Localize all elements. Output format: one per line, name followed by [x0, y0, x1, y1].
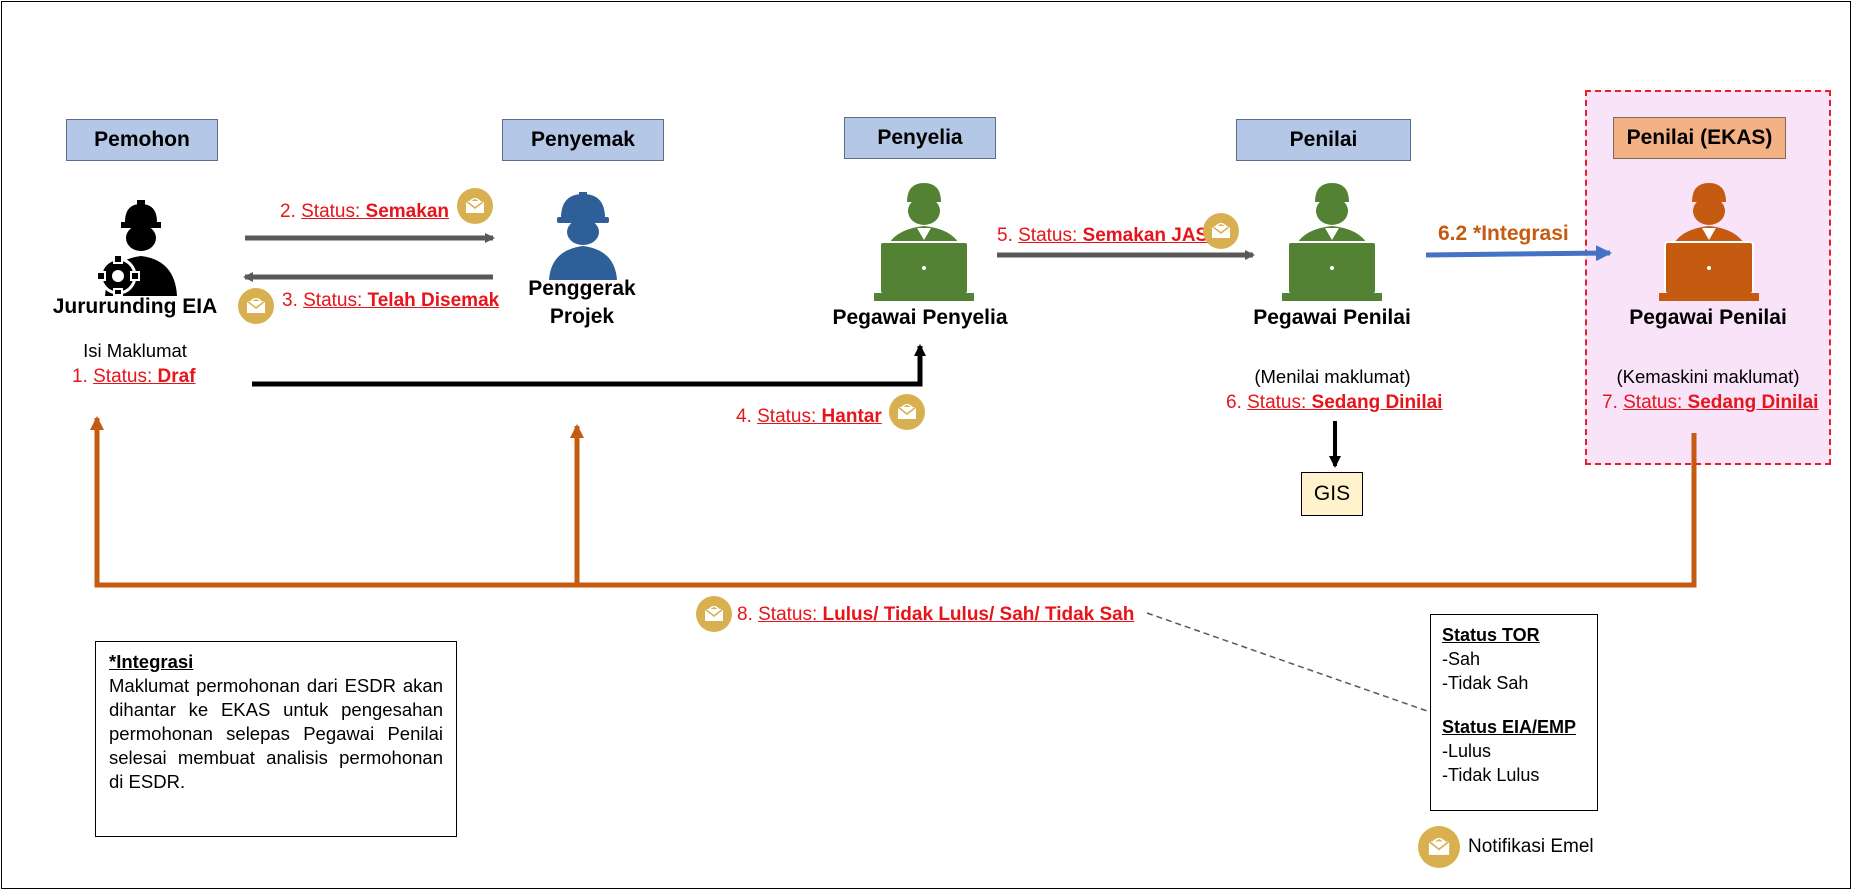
legend-eia-title: Status EIA/EMP — [1442, 717, 1577, 737]
mail-icon — [238, 288, 274, 324]
note-menilai: (Menilai maklumat) — [1254, 366, 1411, 387]
status-8: 8. Status: Lulus/ Tidak Lulus/ Sah/ Tida… — [737, 604, 1135, 625]
legend-leader — [1146, 612, 1431, 713]
assessor-laptop-icon — [1282, 183, 1382, 301]
status-legend: Status TOR -Sah -Tidak Sah Status EIA/EM… — [1430, 614, 1598, 811]
consultant-worker-icon — [96, 200, 177, 296]
mail-icon — [457, 188, 493, 224]
legend-tor-item: -Tidak Sah — [1442, 673, 1529, 693]
role-penilai-ekas: Penilai (EKAS) — [1613, 117, 1786, 159]
actor-penggerak-line2: Projek — [549, 305, 615, 328]
status-3: 3. Status: Telah Disemak — [282, 290, 500, 311]
mail-icon — [696, 596, 732, 632]
note-kemaskini: (Kemaskini maklumat) — [1616, 366, 1800, 387]
legend-eia-item: -Lulus — [1442, 741, 1492, 761]
mail-icon — [1418, 826, 1460, 868]
actor-pegawai-penilai: Pegawai Penilai — [1253, 306, 1411, 329]
status-4: 4. Status: Hantar — [736, 406, 882, 427]
arrow-integrasi — [1425, 245, 1612, 262]
integrasi-note: *Integrasi Maklumat permohonan dari ESDR… — [95, 641, 457, 837]
arrow-return-pemohon — [90, 416, 1697, 588]
gis-box: GIS — [1301, 472, 1363, 516]
role-penilai: Penilai — [1236, 119, 1411, 161]
arrow-hantar — [252, 344, 926, 387]
project-worker-icon — [549, 192, 617, 280]
legend-tor-item: -Sah — [1442, 649, 1481, 669]
integrasi-note-body: Maklumat permohonan dari ESDR akan dihan… — [109, 675, 443, 792]
actor-pegawai-penyelia: Pegawai Penyelia — [832, 306, 1008, 329]
supervisor-laptop-icon — [874, 183, 974, 301]
legend-tor-title: Status TOR — [1442, 625, 1540, 645]
status-5: 5. Status: Semakan JAS — [997, 225, 1209, 246]
notif-label: Notifikasi Emel — [1468, 836, 1594, 857]
status-2: 2. Status: Semakan — [280, 201, 449, 222]
role-penyelia: Penyelia — [844, 117, 996, 159]
role-penyemak: Penyemak — [502, 119, 664, 161]
actor-pegawai-penilai-ekas: Pegawai Penilai — [1629, 306, 1787, 329]
legend-eia-item: -Tidak Lulus — [1442, 765, 1540, 785]
role-pemohon: Pemohon — [66, 119, 218, 161]
mail-icon — [889, 394, 925, 430]
note-isi-maklumat: Isi Maklumat — [83, 340, 187, 361]
integrasi-note-title: *Integrasi — [109, 651, 194, 672]
integrasi-arrow-label: 6.2 *Integrasi — [1438, 222, 1569, 245]
status-6: 6. Status: Sedang Dinilai — [1226, 392, 1443, 413]
actor-jururunding: Jururunding EIA — [52, 295, 218, 318]
ekas-assessor-laptop-icon — [1659, 183, 1759, 301]
status-7: 7. Status: Sedang Dinilai — [1602, 392, 1819, 413]
status-1: 1. Status: Draf — [72, 366, 196, 387]
actor-penggerak-line1: Penggerak — [528, 277, 636, 300]
mail-icon — [1203, 213, 1239, 249]
